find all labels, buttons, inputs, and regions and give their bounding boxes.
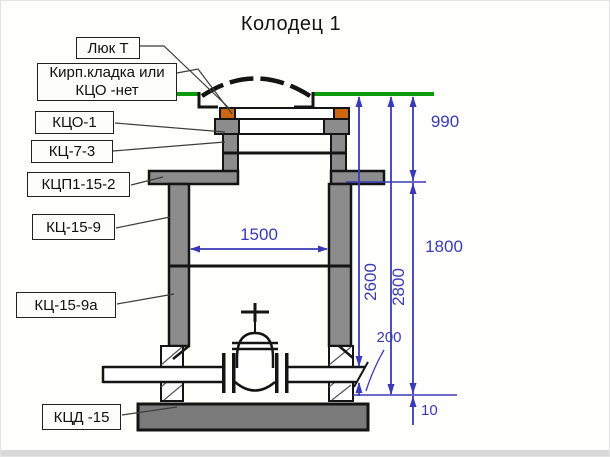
support-ring-left [219, 107, 236, 120]
callout-neck-ring: КЦ-7-3 [31, 140, 113, 163]
valve-body-bottom [234, 381, 276, 392]
callout-brickwork: Кирп.кладка или КЦО -нет [37, 63, 177, 101]
leader-chamber-top [115, 216, 171, 229]
dim-arrow [355, 382, 363, 393]
leader-base-slab [121, 406, 178, 416]
dim-leader-200 [365, 349, 385, 392]
pipe-flange [222, 353, 226, 393]
leader-neck-ring [112, 141, 226, 152]
callout-chamber-ring-bottom: КЦ-15-9а [16, 292, 116, 318]
hatch-line [163, 384, 183, 401]
leader-brickwork [176, 68, 233, 115]
hatch-frame-left [197, 92, 218, 109]
wall-chamfer-left [172, 345, 190, 360]
wall-chamfer-right [338, 345, 354, 359]
pipe-flange [275, 353, 279, 393]
callout-neck-ring-label: КЦ-7-3 [48, 143, 96, 160]
leader-chamber-bottom [116, 293, 175, 305]
dim-text-2800: 2800 [389, 268, 408, 306]
neck-top-block-right [323, 118, 350, 135]
base-slab [136, 402, 370, 432]
dim-text-1800: 1800 [425, 237, 463, 256]
callout-base-slab-label: КЦД -15 [53, 408, 110, 426]
dim-arrow [318, 245, 328, 253]
dim-text-2600: 2600 [361, 263, 380, 301]
callout-cover-slab-label: КЦП1-15-2 [41, 176, 116, 193]
dim-text-1500: 1500 [240, 225, 278, 244]
dim-arrow [355, 356, 363, 367]
dim-arrow [409, 96, 417, 107]
cover-slab-right [329, 169, 386, 186]
dim-text-200: 200 [376, 329, 402, 346]
callout-cover-slab: КЦП1-15-2 [27, 172, 130, 197]
hatch-line [328, 346, 352, 366]
callout-chamber-ring-top-label: КЦ-15-9 [46, 218, 101, 236]
leader-cover-slab [130, 176, 164, 186]
pipe-flange [232, 353, 236, 393]
drawing-title: Колодец 1 [240, 13, 342, 35]
support-ring-right [333, 107, 350, 120]
callout-chamber-ring-bottom-label: КЦ-15-9а [34, 296, 98, 314]
hatch-line [331, 384, 352, 401]
callout-brickwork-line2: КЦО -нет [75, 82, 139, 99]
bottom-edge-strip [1, 450, 609, 456]
cover-slab-left [147, 169, 240, 186]
valve-bonnet [235, 331, 275, 359]
support-ring-band [219, 107, 350, 120]
callout-hatch-label: Люк Т [87, 39, 129, 57]
dim-arrow [387, 384, 395, 395]
callout-support-ring-label: КЦО-1 [52, 114, 97, 131]
pipe-flange [285, 353, 289, 393]
dim-arrow [409, 170, 417, 181]
dim-arrow [387, 96, 395, 107]
callout-brickwork-line1: Кирп.кладка или [49, 64, 165, 81]
manhole-dome-arc [200, 76, 312, 98]
pipe-break-line [353, 361, 369, 388]
dim-arrow [409, 383, 417, 394]
leader-support-ring [114, 122, 226, 133]
hatch-line [160, 346, 183, 366]
leader-hatch [140, 45, 231, 110]
dim-arrow [190, 245, 200, 253]
dim-arrow [409, 396, 417, 407]
callout-support-ring: КЦО-1 [35, 111, 114, 134]
dim-arrow [355, 96, 363, 107]
callout-hatch: Люк Т [76, 37, 140, 59]
dim-arrow [409, 183, 417, 194]
callout-base-slab: КЦД -15 [42, 404, 121, 430]
dim-text-10: 10 [421, 402, 438, 419]
callout-chamber-ring-top: КЦ-15-9 [32, 214, 115, 240]
dim-text-990: 990 [430, 112, 460, 131]
